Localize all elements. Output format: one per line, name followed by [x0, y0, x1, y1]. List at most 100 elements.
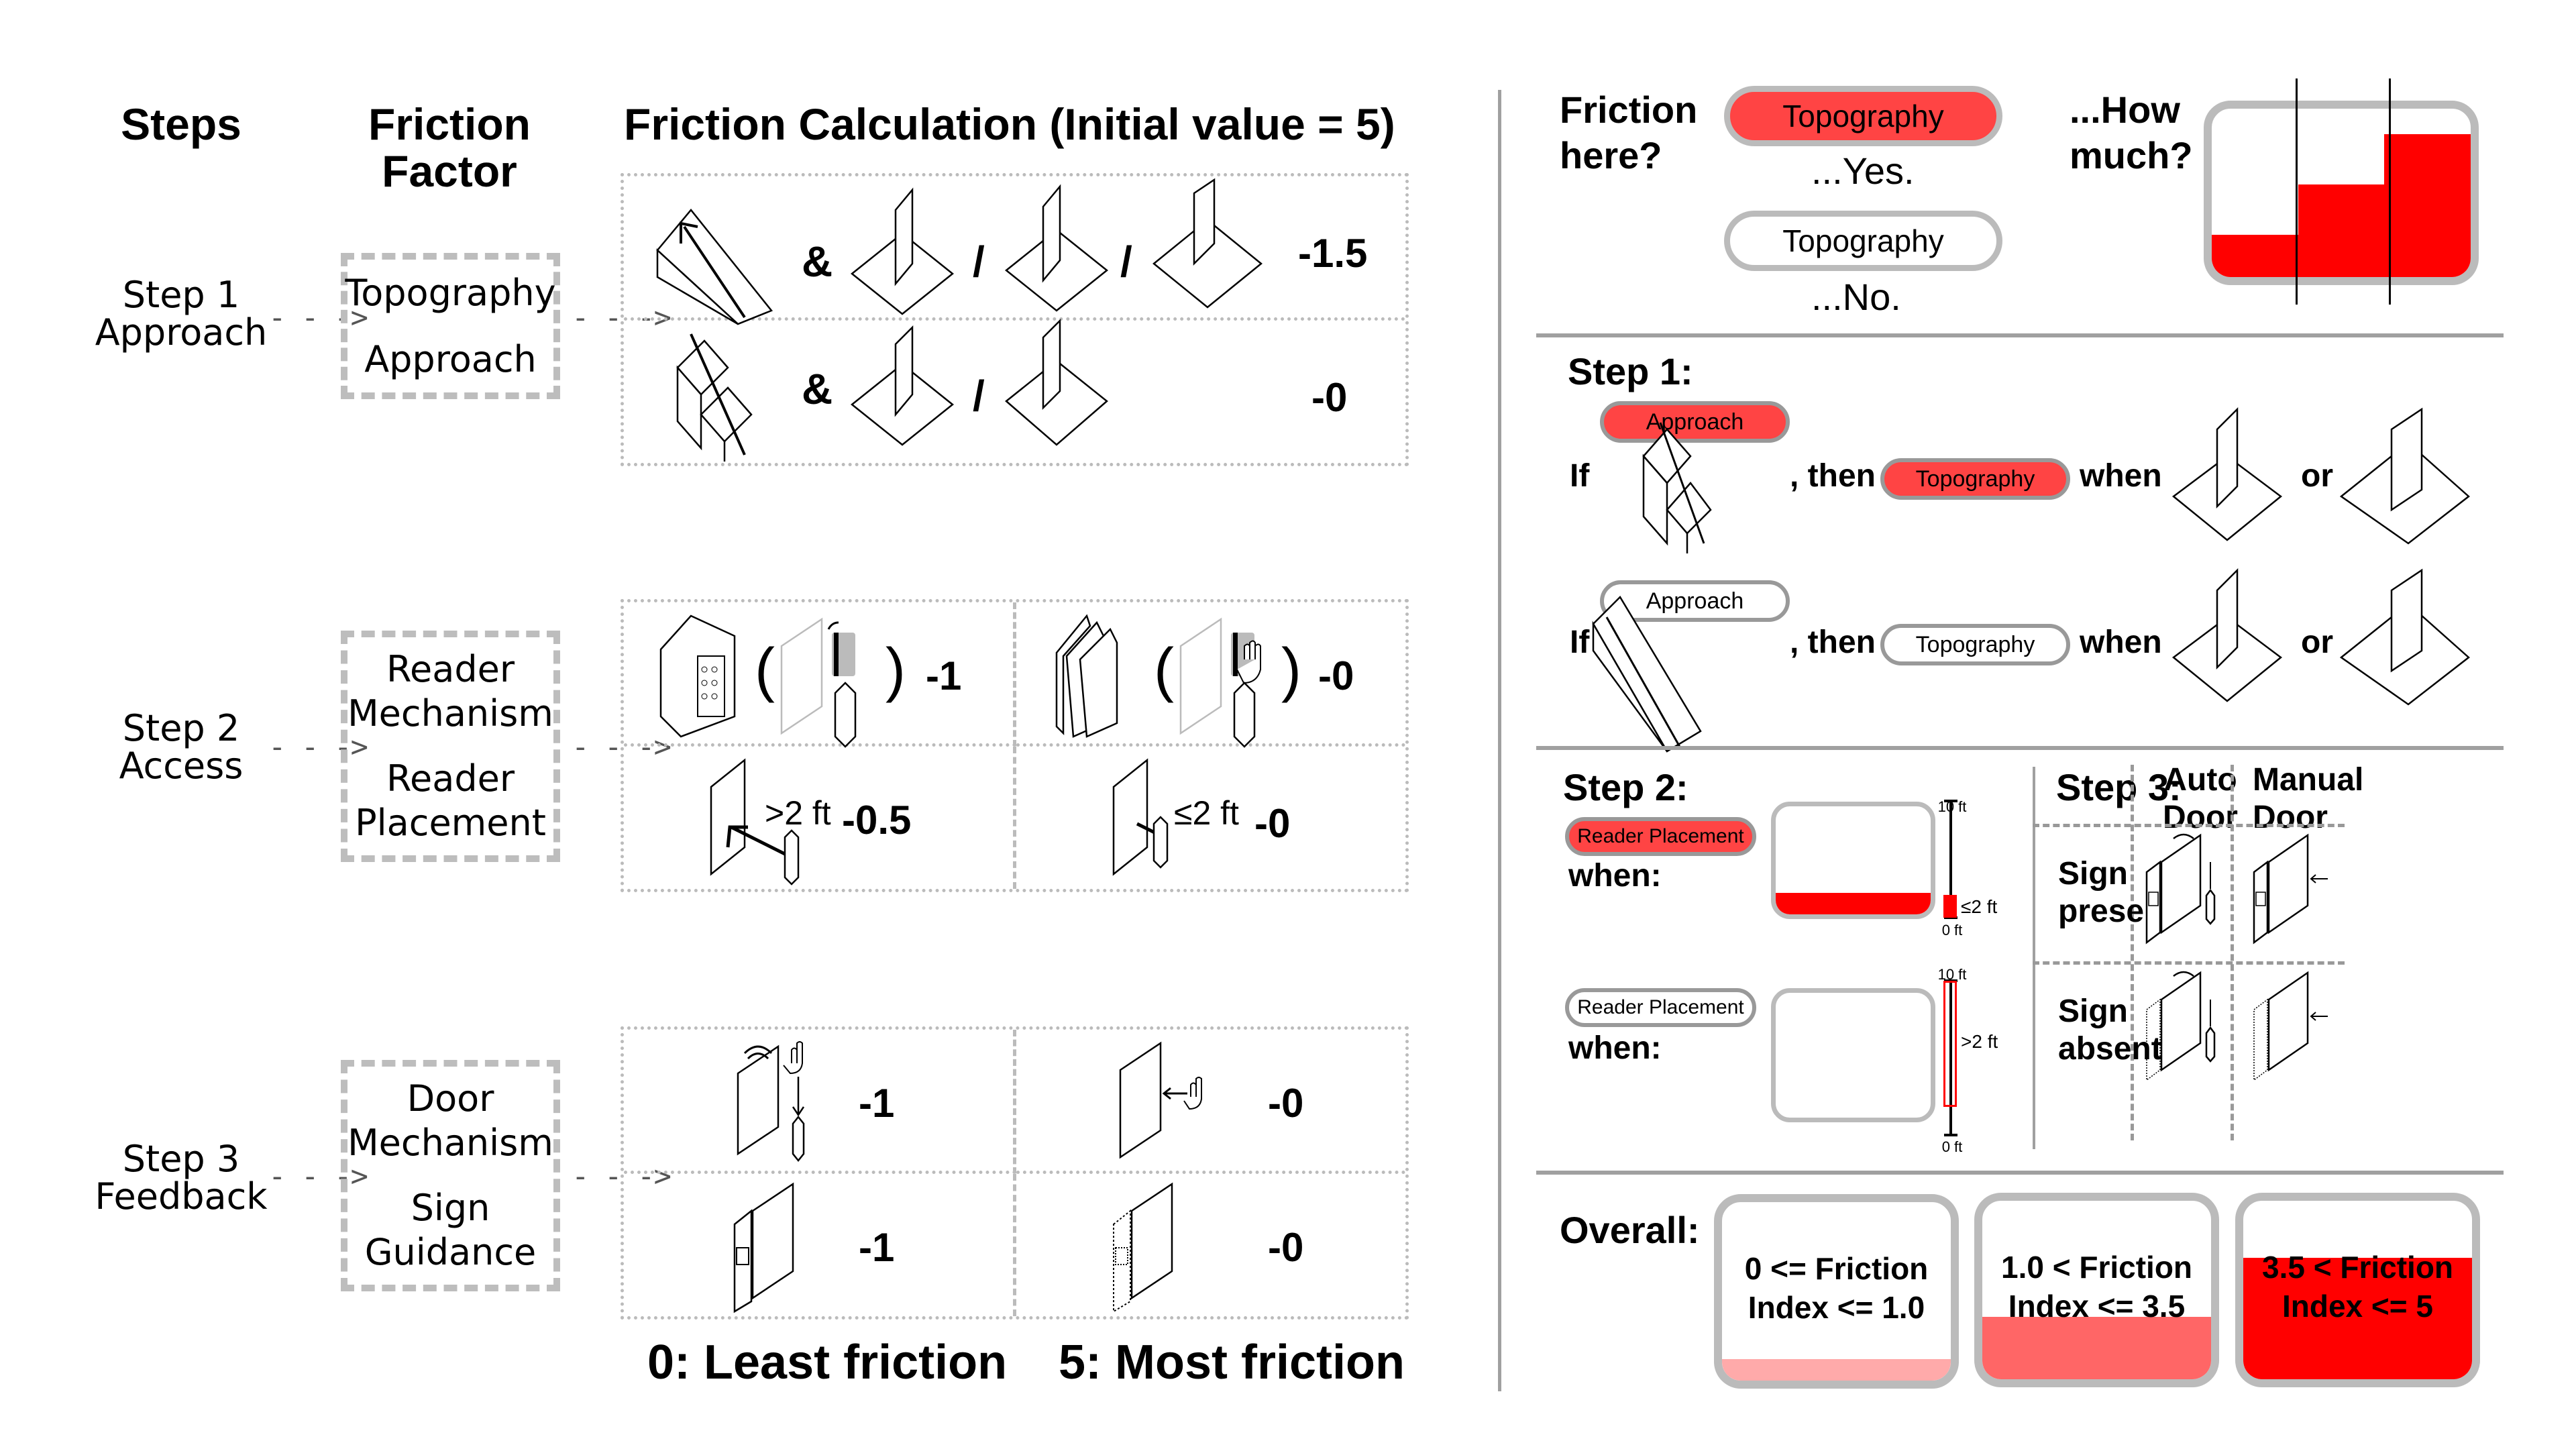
topography-pill-active: Topography	[1724, 86, 2002, 146]
header-calculation: Friction Calculation (Initial value = 5)	[624, 99, 1395, 149]
door-reader-far-icon	[710, 758, 800, 885]
grid-line	[2131, 765, 2134, 1140]
card-swipe-door-icon	[1179, 617, 1261, 748]
step2-rule-title: Step 2:	[1563, 766, 1688, 808]
step2-label: Step 2 Access	[80, 710, 282, 785]
how-much-gauge	[2204, 101, 2479, 285]
keypad-reader-icon	[659, 614, 736, 738]
height-range-outline	[1943, 981, 1957, 1107]
how-much-question: ...How much?	[2070, 87, 2193, 178]
separator-slash: /	[973, 372, 985, 420]
ramp-icon	[1592, 595, 1702, 753]
door-flush-landing-icon	[2171, 568, 2283, 702]
step3-manual-door: -0	[1016, 1030, 1405, 1174]
card-reader-panel-icon	[1055, 614, 1118, 738]
grid-line	[2231, 765, 2234, 1140]
overall-bin-fill	[1982, 1316, 2211, 1379]
header-friction-factor: Friction Factor	[335, 101, 564, 195]
scale-tick	[1944, 800, 1957, 802]
factor-line: Reader	[386, 648, 515, 691]
bin-line: 1.0 < Friction	[2000, 1250, 2193, 1285]
step1-calc-row-approach: & / -0	[624, 318, 1405, 463]
card-tap-door-icon	[780, 617, 857, 748]
col-line: Door	[2253, 800, 2328, 835]
step1-label-name: Approach	[95, 311, 268, 354]
when-label: when:	[1568, 1030, 1662, 1066]
when-label: when	[2080, 458, 2162, 494]
door-flush-landing-icon	[2171, 407, 2283, 541]
reader-far-value: -0.5	[842, 798, 912, 843]
auto-door-nosign-icon	[2146, 971, 2216, 1081]
step3-sign-absent: -0	[1016, 1174, 1405, 1316]
auto-door-value: -1	[859, 1081, 895, 1126]
separator-slash: /	[973, 237, 985, 286]
gauge-divider	[2296, 78, 2298, 305]
connector-and: &	[802, 365, 833, 413]
step1-label-number: Step 1	[122, 274, 240, 316]
height-scale-axis	[1949, 981, 1952, 1135]
overall-bin-fill	[1722, 1359, 1951, 1381]
row-line: Sign	[2058, 856, 2128, 892]
ramp-icon	[656, 209, 773, 325]
reader-placement-pill-active: Reader Placement	[1565, 817, 1756, 856]
step2-mechanism-card: ( ) -0	[1016, 602, 1405, 748]
header-friction-factor-line1: Friction	[368, 99, 531, 149]
or-label: or	[2301, 625, 2333, 660]
step1-rule-title: Step 1:	[1568, 350, 1693, 392]
factor-line: Sign	[411, 1186, 490, 1229]
open-paren: (	[755, 637, 775, 704]
step3-label-number: Step 3	[122, 1138, 240, 1180]
col-line: Manual	[2253, 762, 2364, 798]
sign-absent-value: -0	[1268, 1225, 1304, 1270]
step2-placement-far: >2 ft -0.5	[624, 747, 1016, 889]
scale-tick	[1944, 916, 1957, 919]
door-without-sign-icon	[1113, 1182, 1173, 1313]
connector-and: &	[802, 237, 833, 286]
how-much-level-fill	[2298, 184, 2385, 277]
topography-pill-inactive: Topography	[1880, 624, 2070, 665]
yes-label: ...Yes.	[1811, 150, 1915, 192]
section-divider	[1536, 746, 2504, 750]
manual-door-nosign-icon	[2253, 971, 2328, 1081]
step3-rule-title: Step 3:	[2056, 766, 2182, 808]
step3-arrow-icon: - - ->	[268, 1159, 368, 1193]
overall-title: Overall:	[1560, 1209, 1700, 1251]
header-friction-factor-line2: Factor	[382, 146, 517, 196]
gauge-divider	[2389, 78, 2391, 305]
step2-mechanism-keypad: ( ) -1	[624, 602, 1016, 748]
bin-line: Index <= 1.0	[1748, 1290, 1925, 1325]
height-range-fill	[1943, 895, 1957, 918]
step1-label: Step 1 Approach	[80, 276, 282, 352]
close-paren: )	[1281, 637, 1301, 704]
reader-height-fill	[1776, 892, 1931, 914]
question-line: ...How	[2070, 89, 2180, 131]
then-label: , then	[1790, 458, 1876, 494]
separator-slash: /	[1120, 237, 1132, 286]
bin-line: Index <= 3.5	[2008, 1289, 2186, 1324]
factor-line: Door	[407, 1077, 494, 1120]
height-scale-axis	[1949, 801, 1952, 918]
step1-calc-row-topography: & / / -1.5	[624, 176, 1405, 325]
question-line: Friction	[1560, 89, 1698, 131]
door-raised-landing-icon	[2339, 568, 2470, 706]
then-label: , then	[1790, 625, 1876, 660]
stairs-icon	[676, 333, 753, 462]
door-with-sign-icon	[733, 1182, 794, 1313]
step3-calc-box: -1 -0 -1 -0	[621, 1026, 1409, 1320]
factor-line: Placement	[355, 801, 546, 844]
col-line: Door	[2163, 800, 2238, 835]
factor-line: Mechanism	[347, 1122, 553, 1165]
when-label: when	[2080, 625, 2162, 660]
step3-sign-present: -1	[624, 1174, 1016, 1316]
manual-door-value: -0	[1268, 1081, 1304, 1126]
step2-step3-divider	[2033, 767, 2035, 1149]
grid-line	[2033, 824, 2345, 827]
step1-approach-value: -0	[1311, 375, 1348, 420]
